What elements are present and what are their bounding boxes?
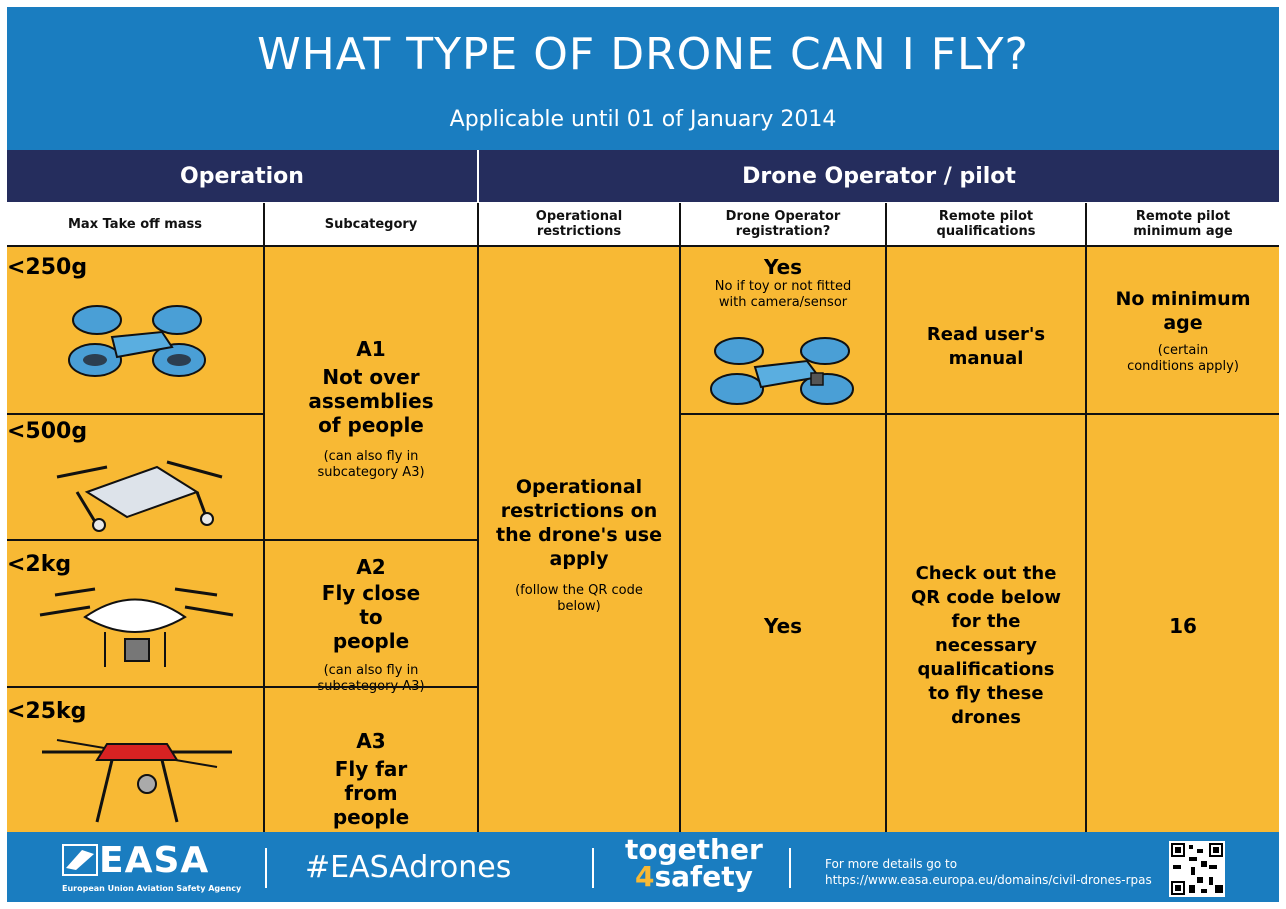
details-link[interactable]: https://www.easa.europa.eu/domains/civil…	[825, 873, 1152, 887]
grid-line	[7, 413, 263, 415]
together-logo: together 44safetysafety	[625, 833, 763, 893]
qualifications-second: Check out the QR code below for the nece…	[910, 563, 1062, 728]
mass-500g: <500g	[7, 419, 88, 444]
registration-first-title: Yes	[763, 255, 803, 279]
registration-second: Yes	[763, 614, 803, 638]
subcategory-a1: A1 Not over assemblies of people (can al…	[265, 337, 477, 481]
footer-divider	[265, 848, 267, 888]
mass-2kg: <2kg	[7, 552, 72, 577]
subcategory-a1-note: (can also fly in subcategory A3)	[317, 449, 425, 480]
band-divider	[477, 150, 479, 202]
page-title: WHAT TYPE OF DRONE CAN I FLY?	[257, 29, 1029, 80]
band-operation: Operation	[7, 150, 477, 202]
grid-line	[1085, 203, 1087, 832]
subcategory-a2: A2 Fly close to people (can also fly in …	[265, 555, 477, 695]
page-subtitle: Applicable until 01 of January 2014	[449, 107, 837, 132]
heavy-hexacopter-drone-icon	[42, 739, 232, 823]
footer-divider	[789, 848, 791, 888]
easa-logo-text: EASA	[99, 840, 210, 881]
restrictions-main: Operational restrictions on the drone's …	[495, 476, 662, 570]
hashtag: #EASAdrones	[305, 850, 512, 885]
col-header-age: Remote pilot minimum age	[1087, 203, 1279, 245]
subcategory-a3-code: A3	[356, 729, 386, 753]
subcategory-a1-code: A1	[356, 337, 386, 361]
col-header-restrictions: Operational restrictions	[479, 203, 679, 245]
col-header-mass: Max Take off mass	[7, 203, 263, 245]
easa-agency-name: European Union Aviation Safety Agency	[62, 884, 242, 893]
subcategory-a1-title: Not over assemblies of people	[308, 365, 434, 437]
small-drone-camera-icon	[710, 337, 854, 405]
grid-line	[7, 245, 1279, 247]
grid-line	[477, 203, 479, 832]
small-drone-icon	[68, 305, 206, 377]
qualifications-first: Read user's manual	[926, 324, 1046, 369]
age-second: 16	[1169, 614, 1197, 638]
subcategory-a2-title: Fly close to people	[321, 581, 421, 653]
subcategory-a2-note: (can also fly in subcategory A3)	[317, 663, 425, 694]
restrictions-cell: Operational restrictions on the drone's …	[479, 475, 679, 615]
footer: EASA European Union Aviation Safety Agen…	[7, 832, 1279, 902]
quadcopter-drone-icon	[39, 587, 234, 667]
details: For more details go to https://www.easa.…	[825, 856, 1152, 888]
subcategory-a3: A3 Fly far from people	[265, 729, 477, 829]
header: WHAT TYPE OF DRONE CAN I FLY? Applicable…	[7, 7, 1279, 150]
age-first-note: (certain conditions apply)	[1127, 343, 1239, 374]
subcategory-a2-code: A2	[356, 555, 386, 579]
age-first: No minimum age (certain conditions apply…	[1087, 287, 1279, 375]
mass-25kg: <25kg	[7, 699, 87, 724]
subcategory-a3-title: Fly far from people	[332, 757, 410, 829]
col-header-registration: Drone Operator registration?	[681, 203, 885, 245]
details-line1: For more details go to	[825, 857, 958, 871]
footer-divider	[592, 848, 594, 888]
foldable-drone-icon	[56, 460, 223, 532]
age-first-title: No minimum age	[1115, 288, 1251, 334]
grid-line	[263, 203, 265, 832]
band-operator: Drone Operator / pilot	[479, 150, 1279, 202]
grid-line	[679, 203, 681, 832]
table-body	[7, 245, 1279, 832]
grid-line	[679, 413, 1279, 415]
poster: WHAT TYPE OF DRONE CAN I FLY? Applicable…	[7, 7, 1279, 902]
easa-logo-icon	[62, 844, 98, 876]
grid-line	[885, 203, 887, 832]
grid-line	[7, 686, 477, 688]
restrictions-note: (follow the QR code below)	[515, 583, 643, 614]
mass-250g: <250g	[7, 255, 88, 280]
together-line1: together	[625, 833, 763, 866]
col-header-qualifications: Remote pilot qualifications	[887, 203, 1085, 245]
registration-first-note: No if toy or not fitted with camera/sens…	[714, 279, 852, 310]
qr-code-icon[interactable]	[1169, 841, 1225, 897]
registration-first: Yes No if toy or not fitted with camera/…	[681, 255, 885, 311]
grid-line	[7, 539, 477, 541]
col-header-subcategory: Subcategory	[265, 203, 477, 245]
